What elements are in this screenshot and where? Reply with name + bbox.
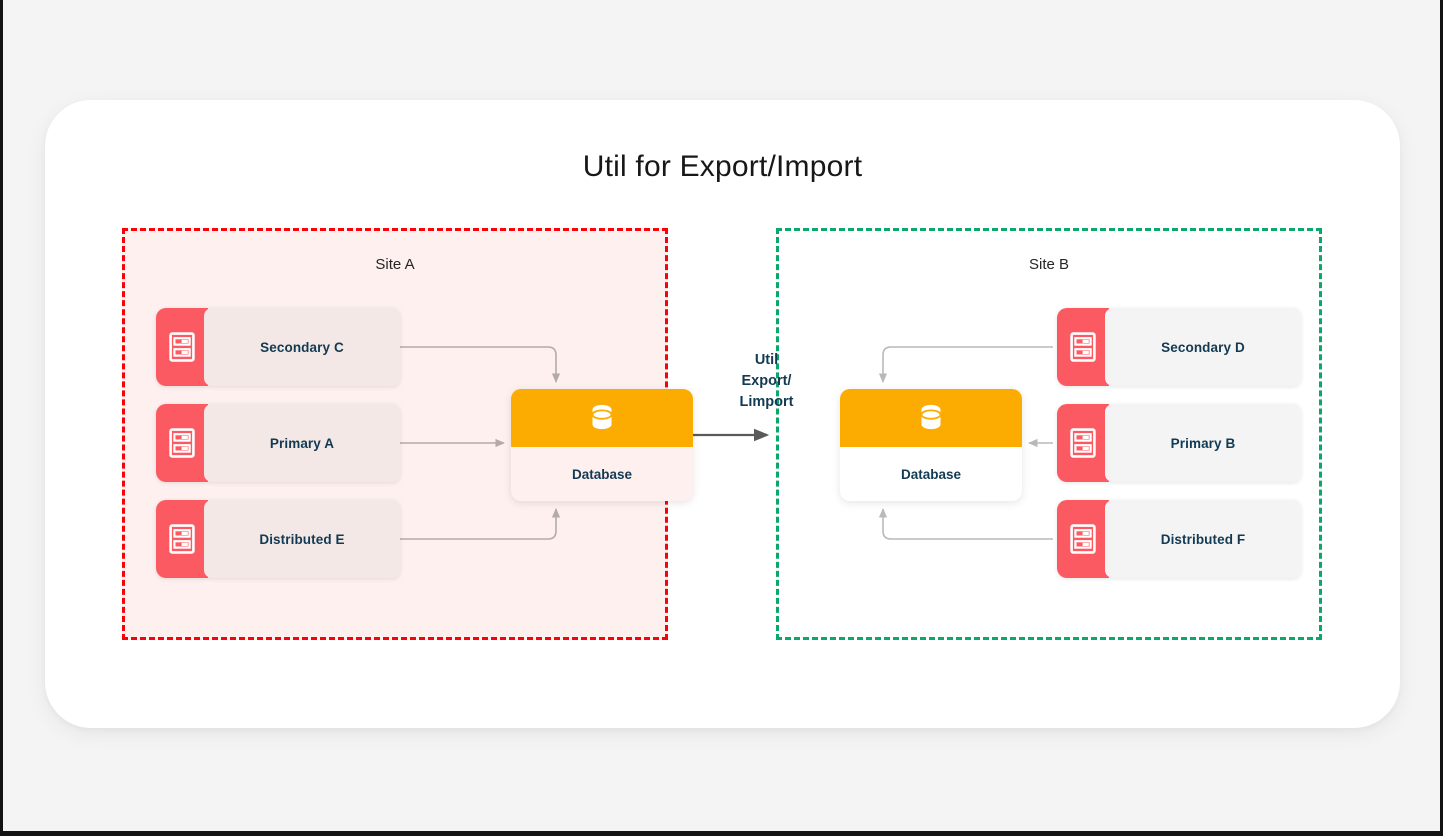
server-icon-wrapper: [1057, 404, 1109, 482]
node-secondary-d[interactable]: Secondary D: [1057, 308, 1301, 386]
node-label: Distributed F: [1160, 531, 1246, 547]
node-body: Primary B: [1105, 404, 1301, 482]
node-label: Secondary D: [1161, 339, 1245, 355]
node-label: Secondary C: [260, 339, 344, 355]
server-icon-wrapper: [156, 500, 208, 578]
database-cylinder-icon: [591, 404, 613, 430]
node-primary-b[interactable]: Primary B: [1057, 404, 1301, 482]
server-icon-wrapper: [1057, 308, 1109, 386]
diagram-card: Util for Export/Import Site A Site B: [45, 100, 1400, 728]
node-body: Secondary D: [1105, 308, 1301, 386]
transfer-label: Util Export/ Limport: [715, 350, 818, 413]
transfer-label-line-3: Limport: [739, 394, 794, 410]
site-a-label: Site A: [375, 256, 415, 273]
node-label: Distributed E: [259, 531, 345, 547]
transfer-label-line-1: Util: [754, 352, 779, 368]
node-distributed-e[interactable]: Distributed E: [156, 500, 400, 578]
server-icon-wrapper: [156, 308, 208, 386]
server-icon: [1070, 428, 1096, 458]
node-body: Distributed E: [204, 500, 400, 578]
node-body: Distributed F: [1105, 500, 1301, 578]
database-label: Database: [571, 466, 633, 482]
node-distributed-f[interactable]: Distributed F: [1057, 500, 1301, 578]
node-secondary-c[interactable]: Secondary C: [156, 308, 400, 386]
node-body: Primary A: [204, 404, 400, 482]
node-primary-a[interactable]: Primary A: [156, 404, 400, 482]
server-icon: [1070, 524, 1096, 554]
server-icon: [169, 524, 195, 554]
node-database-a[interactable]: Database: [511, 389, 693, 501]
node-label: Primary B: [1170, 435, 1236, 451]
viewport-edge-right: [1440, 0, 1443, 836]
node-database-b[interactable]: Database: [840, 389, 1022, 501]
server-icon: [1070, 332, 1096, 362]
database-body: Database: [840, 447, 1022, 501]
database-icon-wrapper: [840, 389, 1022, 447]
page-title: Util for Export/Import: [582, 150, 863, 183]
site-b-label: Site B: [1028, 256, 1070, 273]
node-label: Primary A: [269, 435, 335, 451]
database-cylinder-icon: [920, 404, 942, 430]
viewport-edge-left: [0, 0, 3, 836]
server-icon-wrapper: [156, 404, 208, 482]
server-icon-wrapper: [1057, 500, 1109, 578]
database-icon-wrapper: [511, 389, 693, 447]
transfer-label-line-2: Export/: [741, 373, 792, 389]
database-label: Database: [900, 466, 962, 482]
database-body: Database: [511, 447, 693, 501]
server-icon: [169, 332, 195, 362]
viewport-edge-bottom: [0, 831, 1443, 836]
node-body: Secondary C: [204, 308, 400, 386]
server-icon: [169, 428, 195, 458]
